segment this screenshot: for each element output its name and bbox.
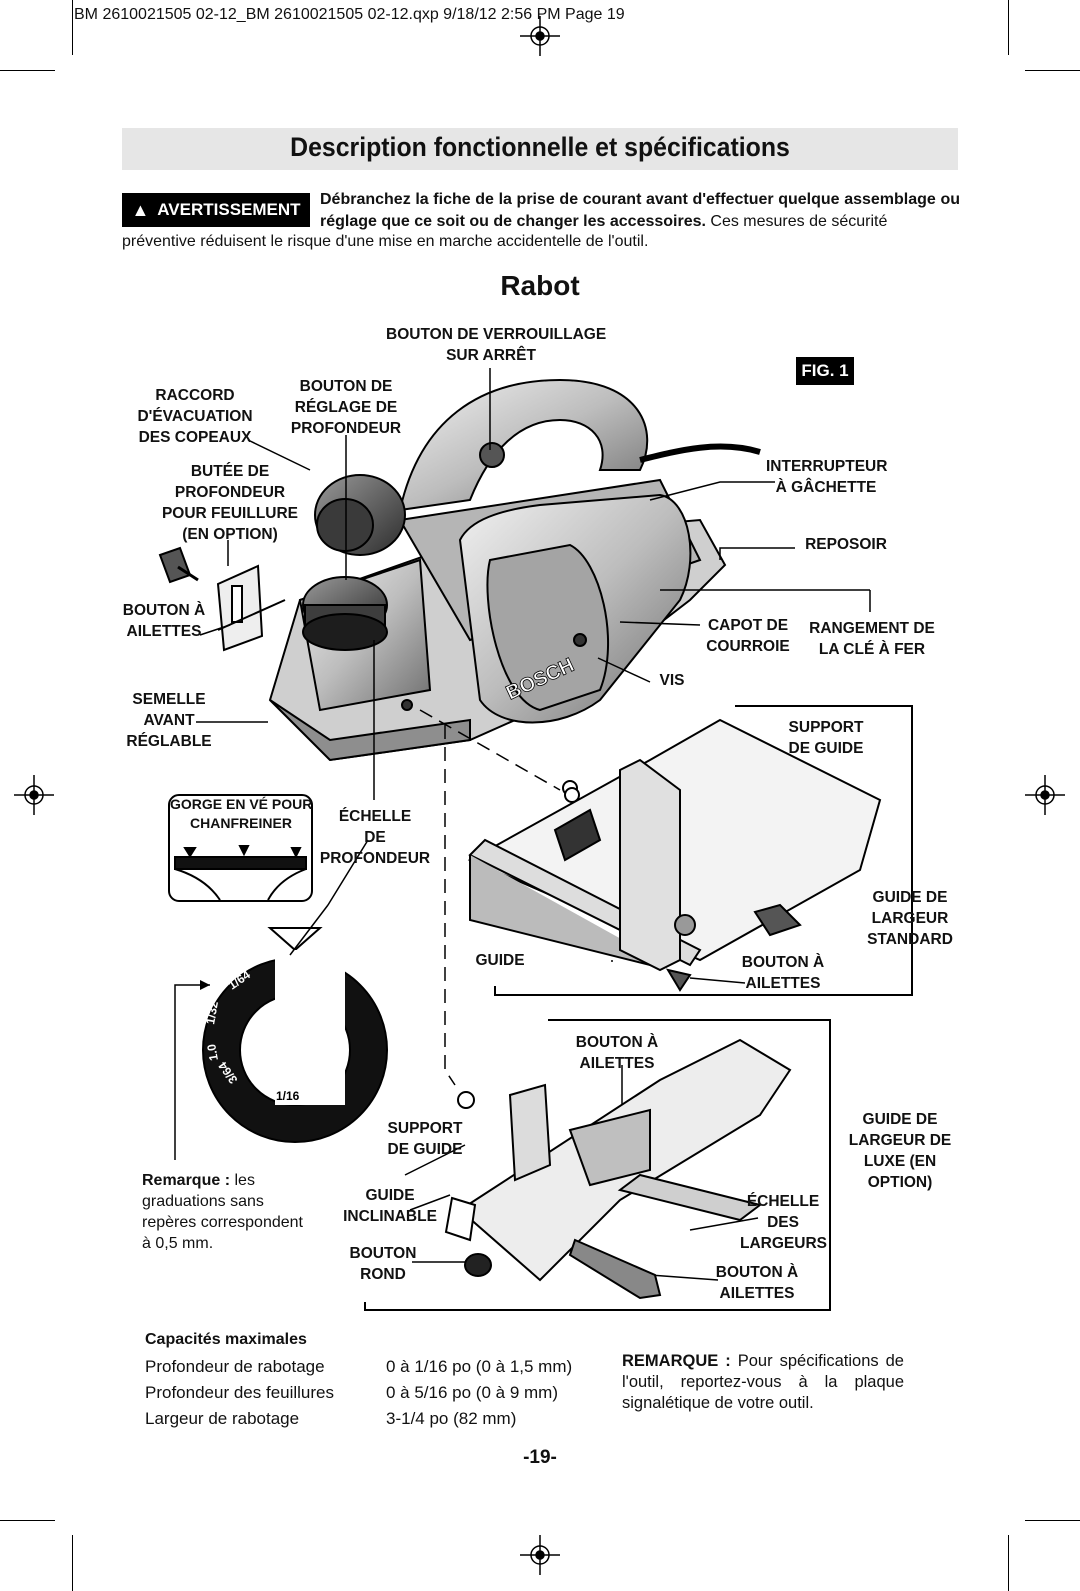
crop-mark (72, 1535, 73, 1591)
deluxe-guide (444, 787, 792, 1300)
registration-mark (520, 16, 560, 56)
rabbet-stop (158, 546, 286, 652)
section-title: Rabot (500, 270, 580, 301)
standard-guide-box (494, 705, 913, 996)
remarque-text: Pour spécifications de l'outil, reportez… (622, 1352, 904, 1412)
warning-text-tail: Ces mesures de sécurité (710, 213, 888, 230)
crop-mark (1008, 1535, 1009, 1591)
crop-mark (1025, 70, 1080, 71)
warning-text: Débranchez la fiche de la prise de coura… (320, 189, 960, 233)
registration-mark (14, 775, 54, 815)
title-bar (122, 128, 958, 170)
warning-icon: ▲ (131, 199, 150, 220)
capacity-label: Largeur de rabotage (145, 1409, 300, 1428)
deluxe-guide-box (364, 1019, 831, 1311)
dial-mark: 1/32 (203, 1000, 221, 1026)
dial-note-text: les graduations sans repères corresponde… (142, 1172, 303, 1252)
capacity-value: 0 à 5/16 po (0 à 9 mm) (386, 1383, 558, 1402)
capacity-label: Profondeur des feuillures (145, 1383, 335, 1402)
registration-mark (520, 1535, 560, 1575)
page-title: Description fonctionnelle et spécificati… (290, 132, 790, 162)
standard-guide (467, 718, 882, 992)
crop-mark (0, 70, 55, 71)
depth-dial (202, 927, 388, 1143)
crop-mark (72, 0, 73, 55)
capacity-label: Profondeur de rabotage (145, 1357, 325, 1376)
warning-bold-text: Débranchez la fiche de la prise de coura… (320, 191, 960, 230)
page-number: -19- (523, 1447, 557, 1468)
dial-mark: 1.0 (204, 1043, 221, 1062)
warning-text-continued: préventive réduisent le risque d'une mis… (122, 233, 649, 250)
crop-mark (1008, 0, 1009, 55)
dial-note: Remarque : les graduations sans repères … (142, 1170, 312, 1254)
dial-mark: 1/16 (276, 1089, 300, 1103)
crop-mark (1025, 1520, 1080, 1521)
label-rest: REPOSOIR (805, 536, 887, 553)
label-guide: GUIDE (475, 952, 525, 969)
dial-zero: 0 (292, 958, 299, 973)
dial-note-bold: Remarque : (142, 1172, 231, 1189)
remarque-note: REMARQUE : Pour spécifications de l'outi… (622, 1351, 904, 1414)
figure-label: FIG. 1 (796, 357, 854, 385)
v-groove-inset (168, 794, 313, 902)
file-header: BM 2610021505 02-12_BM 2610021505 02-12.… (74, 6, 625, 23)
crop-mark (0, 1520, 55, 1521)
remarque-bold: REMARQUE : (622, 1352, 731, 1370)
warning-badge-label: AVERTISSEMENT (157, 200, 301, 219)
capacities-title: Capacités maximales (145, 1331, 307, 1348)
registration-mark (1025, 775, 1065, 815)
label-screw: VIS (659, 672, 685, 689)
warning-badge: ▲ AVERTISSEMENT (122, 193, 310, 227)
capacity-value: 0 à 1/16 po (0 à 1,5 mm) (386, 1357, 573, 1376)
capacity-value: 3-1/4 po (82 mm) (386, 1409, 517, 1428)
planer-body (268, 378, 761, 762)
